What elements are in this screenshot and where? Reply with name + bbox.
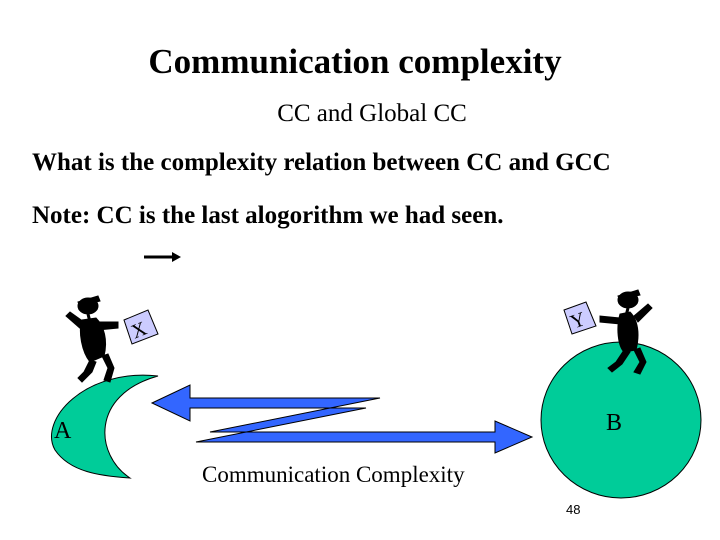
node-b-label: B [606,410,623,436]
note-text: Note: CC is the last alogorithm we had s… [32,202,504,229]
slide-subtitle: CC and Global CC [277,100,467,127]
input-y-label: Y [568,308,589,334]
slide-title: Communication complexity [148,42,562,81]
node-a-crescent [51,374,159,479]
question-text: What is the complexity relation between … [32,149,611,176]
node-a-label: A [54,418,72,444]
diagram-caption: Communication Complexity [202,462,465,487]
person-b-icon [599,289,653,375]
communication-arrow [150,384,534,454]
person-a-icon [65,295,119,383]
input-x-paper: X [123,309,159,345]
page-number: 48 [566,502,581,517]
input-y-paper: Y [563,301,597,335]
small-arrow-icon [144,252,181,262]
